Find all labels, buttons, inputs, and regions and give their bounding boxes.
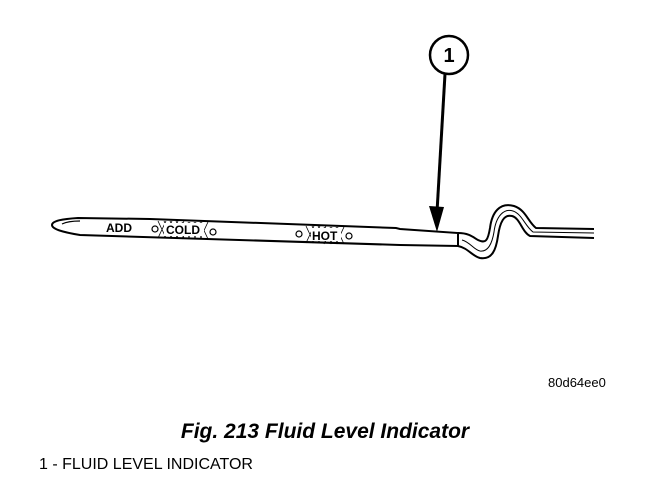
dipstick-handle-outer xyxy=(457,204,595,243)
dipstick-handle-inner xyxy=(457,214,595,260)
callout-number: 1 xyxy=(443,45,454,67)
cold-mark-label: COLD xyxy=(166,223,200,237)
hot-label-backing xyxy=(311,228,341,241)
callout-circle xyxy=(428,34,470,76)
legend-item: 1 - FLUID LEVEL INDICATOR xyxy=(39,456,253,474)
legend-item-separator: - xyxy=(47,456,63,473)
cold-label-backing xyxy=(164,223,204,236)
dipstick-handle-mid xyxy=(461,209,595,252)
dipstick-blade xyxy=(50,216,459,248)
callout-arrowhead xyxy=(429,206,444,232)
figure-caption: Fig. 213 Fluid Level Indicator xyxy=(180,420,470,443)
callout-leader-line xyxy=(435,73,447,213)
hot-mark-label: HOT xyxy=(312,229,338,243)
cold-left-hole xyxy=(151,225,159,233)
hot-right-hole xyxy=(345,232,353,240)
add-mark-label: ADD xyxy=(106,221,132,235)
image-reference-code: 80d64ee0 xyxy=(548,375,606,390)
legend-item-number: 1 xyxy=(39,456,48,473)
hot-left-hole xyxy=(295,230,303,238)
dipstick-tip-edge xyxy=(61,220,81,225)
legend-item-label: FLUID LEVEL INDICATOR xyxy=(62,456,253,473)
cold-right-hole xyxy=(209,228,217,236)
